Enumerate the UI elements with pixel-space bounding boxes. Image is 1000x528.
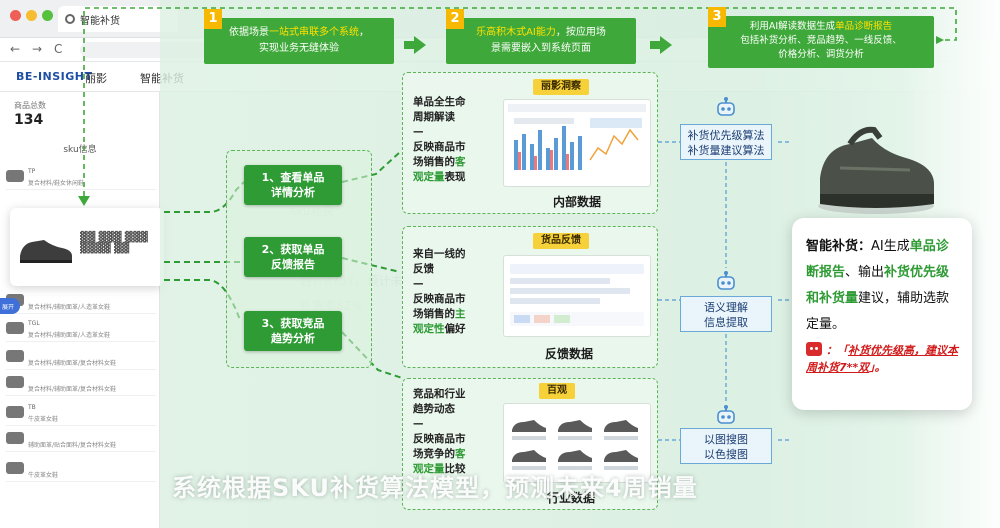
step-2-banner: 2 乐高积木式AI能力，按应用场 景需要嵌入到系统页面 <box>446 9 636 64</box>
industry-data-screenshot <box>503 403 651 483</box>
shoe-thumbnail-icon <box>6 406 24 418</box>
list-item[interactable]: 复合材料/辅助面革/复合材料女鞋 <box>6 344 156 370</box>
internal-data-panel: 单品全生命周期解读 — 反映商品市场销售的客观定量表现 丽影洞察 内部数据 <box>402 72 658 214</box>
robot-icon <box>717 405 735 424</box>
globe-icon <box>65 14 75 24</box>
robot-icon <box>717 97 735 116</box>
step-3-banner: 3 利用AI解读数据生成单品诊断报告 包括补货分析、竞品趋势、一线反馈、 价格分… <box>708 7 934 68</box>
reload-icon[interactable]: C <box>54 42 63 56</box>
list-item[interactable]: 牛皮革女鞋 <box>6 456 156 482</box>
industry-data-tag: 百观 <box>539 383 575 399</box>
industry-data-desc: 竞品和行业趋势动态 — 反映商品市场竞争的客观定量比较 <box>413 388 466 475</box>
shoe-thumbnail-icon <box>6 170 24 182</box>
feedback-data-screenshot <box>503 255 651 337</box>
shoe-thumbnail-icon <box>6 350 24 362</box>
internal-data-screenshot <box>503 99 651 187</box>
feedback-data-panel: 来自一线的反馈 — 反映商品市场销售的主观定性偏好 货品反馈 反馈数据 <box>402 226 658 368</box>
shoe-thumbnail-icon <box>20 240 72 263</box>
product-count-label: 商品总数 <box>14 101 46 110</box>
shoe-thumbnail-icon <box>6 322 24 334</box>
smart-replenishment-card: 智能补货：AI生成单品诊断报告、输出补货优先级和补货量建议，辅助选款定量。 ：「… <box>792 218 972 410</box>
shoe-thumbnail-icon <box>6 462 24 474</box>
browser-tab-title: 智能补货 <box>80 16 120 27</box>
step-1-banner: 1 依据场景一站式串联多个系统， 实现业务无缝体验 <box>204 9 394 64</box>
internal-data-tag: 丽影洞察 <box>533 79 589 95</box>
shoe-image <box>818 126 934 214</box>
replenishment-algorithm-box: 补货优先级算法 补货量建议算法 <box>680 124 772 160</box>
brand-sub: 丽影 <box>85 72 107 85</box>
result-summary: 智能补货：AI生成单品诊断报告、输出补货优先级和补货量建议，辅助选款定量。 <box>806 239 950 332</box>
result-quote: ：「补货优先级高，建议本周补货7**双」。 <box>806 342 958 374</box>
list-item[interactable]: 复合材料/辅助面革/复合材料女鞋 <box>6 370 156 396</box>
back-icon[interactable]: ← <box>10 42 21 56</box>
industry-data-label: 行业数据 <box>547 491 596 505</box>
get-feedback-report-button[interactable]: 2、获取单品 反馈报告 <box>244 237 342 277</box>
feedback-data-label: 反馈数据 <box>545 347 594 361</box>
image-search-box: 以图搜图 以色搜图 <box>680 428 772 464</box>
action-group: 1、查看单品 详情分析 2、获取单品 反馈报告 3、获取竞品 趋势分析 <box>226 150 372 368</box>
selected-sku-card[interactable]: ▓▓ ▓▓▓ ▓▓▓▓▓▓▓ ▓▓ <box>10 208 164 286</box>
robot-icon <box>717 271 735 290</box>
maximize-window-icon[interactable] <box>42 10 53 21</box>
feedback-data-desc: 来自一线的反馈 — 反映商品市场销售的主观定性偏好 <box>413 248 466 335</box>
semantic-understanding-box: 语义理解 信息提取 <box>680 296 772 332</box>
chevron-right-icon <box>414 36 426 54</box>
caption-subtitle: 系统根据SKU补货算法模型，预测未来4周销量 <box>172 474 698 502</box>
feedback-data-tag: 货品反馈 <box>533 233 589 249</box>
unfold-button[interactable]: 展开 <box>0 298 20 314</box>
industry-data-panel: 竞品和行业趋势动态 — 反映商品市场竞争的客观定量比较 百观 行业数据 <box>402 378 658 510</box>
internal-data-label: 内部数据 <box>553 195 602 209</box>
view-sku-detail-button[interactable]: 1、查看单品 详情分析 <box>244 165 342 205</box>
shoe-thumbnail-icon <box>6 432 24 444</box>
shoe-thumbnail-icon <box>6 376 24 388</box>
forward-icon[interactable]: → <box>32 42 43 56</box>
selected-sku-blurred: ▓▓ ▓▓▓ ▓▓▓▓▓▓▓ ▓▓ <box>80 232 148 254</box>
chevron-right-icon <box>660 36 672 54</box>
product-count-value: 134 <box>14 112 44 128</box>
robot-icon <box>806 342 822 356</box>
brand-logo[interactable]: BE-INSIGHT <box>16 70 93 83</box>
close-window-icon[interactable] <box>10 10 21 21</box>
internal-data-desc: 单品全生命周期解读 — 反映商品市场销售的客观定量表现 <box>413 96 466 183</box>
step-2-number: 2 <box>446 9 464 29</box>
get-competitor-trend-button[interactable]: 3、获取竞品 趋势分析 <box>244 311 342 351</box>
browser-tab[interactable]: 智能补货 <box>58 6 178 32</box>
step-3-number: 3 <box>708 7 726 27</box>
step-1-number: 1 <box>204 9 222 29</box>
sku-info-label: sku信息 <box>63 145 97 155</box>
list-item[interactable]: 辅助面革/贴合面料/复合材料女鞋 <box>6 426 156 452</box>
minimize-window-icon[interactable] <box>26 10 37 21</box>
